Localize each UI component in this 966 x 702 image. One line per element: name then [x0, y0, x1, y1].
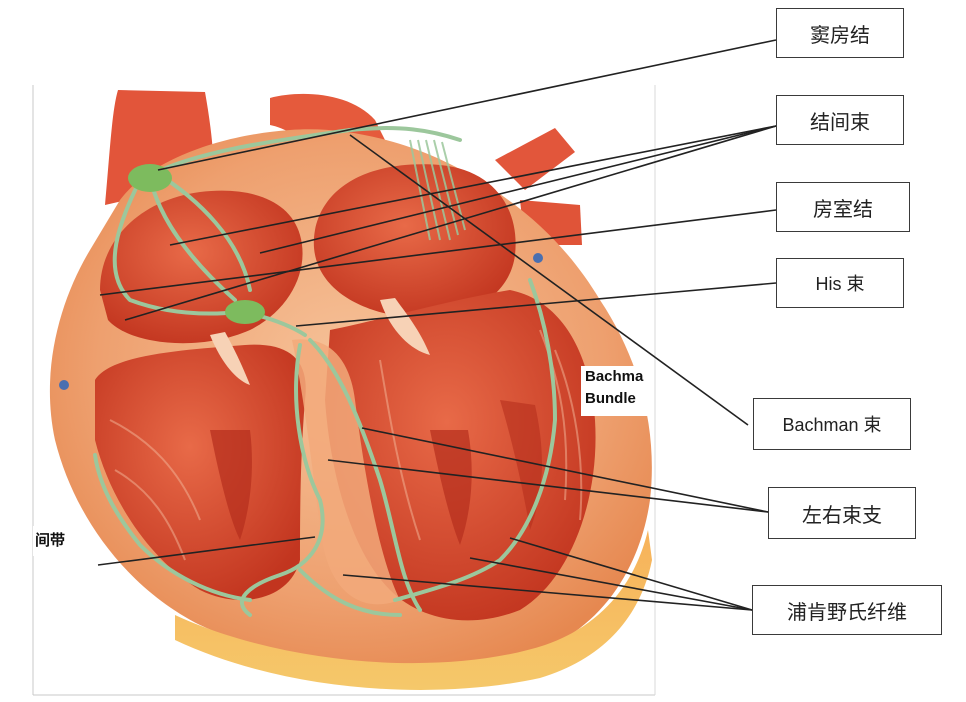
label-his: His 束	[776, 258, 904, 308]
leader-av-node	[99, 209, 777, 296]
interventricular-septum	[292, 339, 400, 605]
bachmann-inset-line2: Bundle	[585, 390, 636, 407]
bachmann-inset-label: Bachma Bundle	[581, 366, 653, 416]
papillary-muscle-lv-1	[430, 430, 472, 545]
moderator-band-fragment: 间带	[33, 526, 88, 556]
leader-internodal-2	[259, 125, 777, 254]
epicardial-fat	[175, 530, 652, 690]
leader-internodal-3	[124, 125, 777, 321]
papillary-muscle-rv	[210, 430, 252, 540]
pulmonary-vessel-1	[495, 128, 575, 190]
vessel-dot-right	[533, 253, 543, 263]
papillary-muscle-lv-2	[500, 400, 542, 530]
label-av-node: 房室结	[776, 182, 910, 232]
leader-his	[295, 282, 777, 327]
leader-moderator	[97, 536, 316, 566]
leader-purkinje-3	[509, 537, 753, 611]
internodal-path-middle	[148, 176, 237, 302]
bachmann-inset-line1: Bachma	[585, 368, 644, 385]
sinoatrial-node	[128, 164, 172, 192]
label-purkinje: 浦肯野氏纤维	[752, 585, 942, 635]
atrioventricular-node	[225, 300, 265, 324]
label-sa-node: 窦房结	[776, 8, 904, 58]
purkinje-left	[393, 278, 558, 602]
internodal-path-posterior	[112, 178, 242, 316]
leader-purkinje-1	[342, 574, 753, 611]
vessel-dot-left	[59, 380, 69, 390]
leader-bundle-1	[361, 427, 769, 513]
tricuspid-valve	[210, 332, 250, 385]
label-internodal: 结间束	[776, 95, 904, 145]
right-ventricle	[95, 344, 306, 600]
leader-sa-node	[157, 39, 777, 171]
leader-purkinje-2	[469, 557, 753, 611]
label-bundle-branches: 左右束支	[768, 487, 916, 539]
purkinje-right	[93, 453, 252, 602]
purkinje-apex	[298, 568, 402, 617]
right-bundle-branch	[240, 343, 325, 617]
mitral-valve	[380, 298, 430, 355]
leader-internodal-1	[169, 125, 777, 246]
left-bundle-branch	[308, 338, 422, 612]
leader-bundle-2	[327, 459, 769, 513]
label-bachman: Bachman 束	[753, 398, 911, 450]
leader-bachman	[349, 134, 749, 426]
